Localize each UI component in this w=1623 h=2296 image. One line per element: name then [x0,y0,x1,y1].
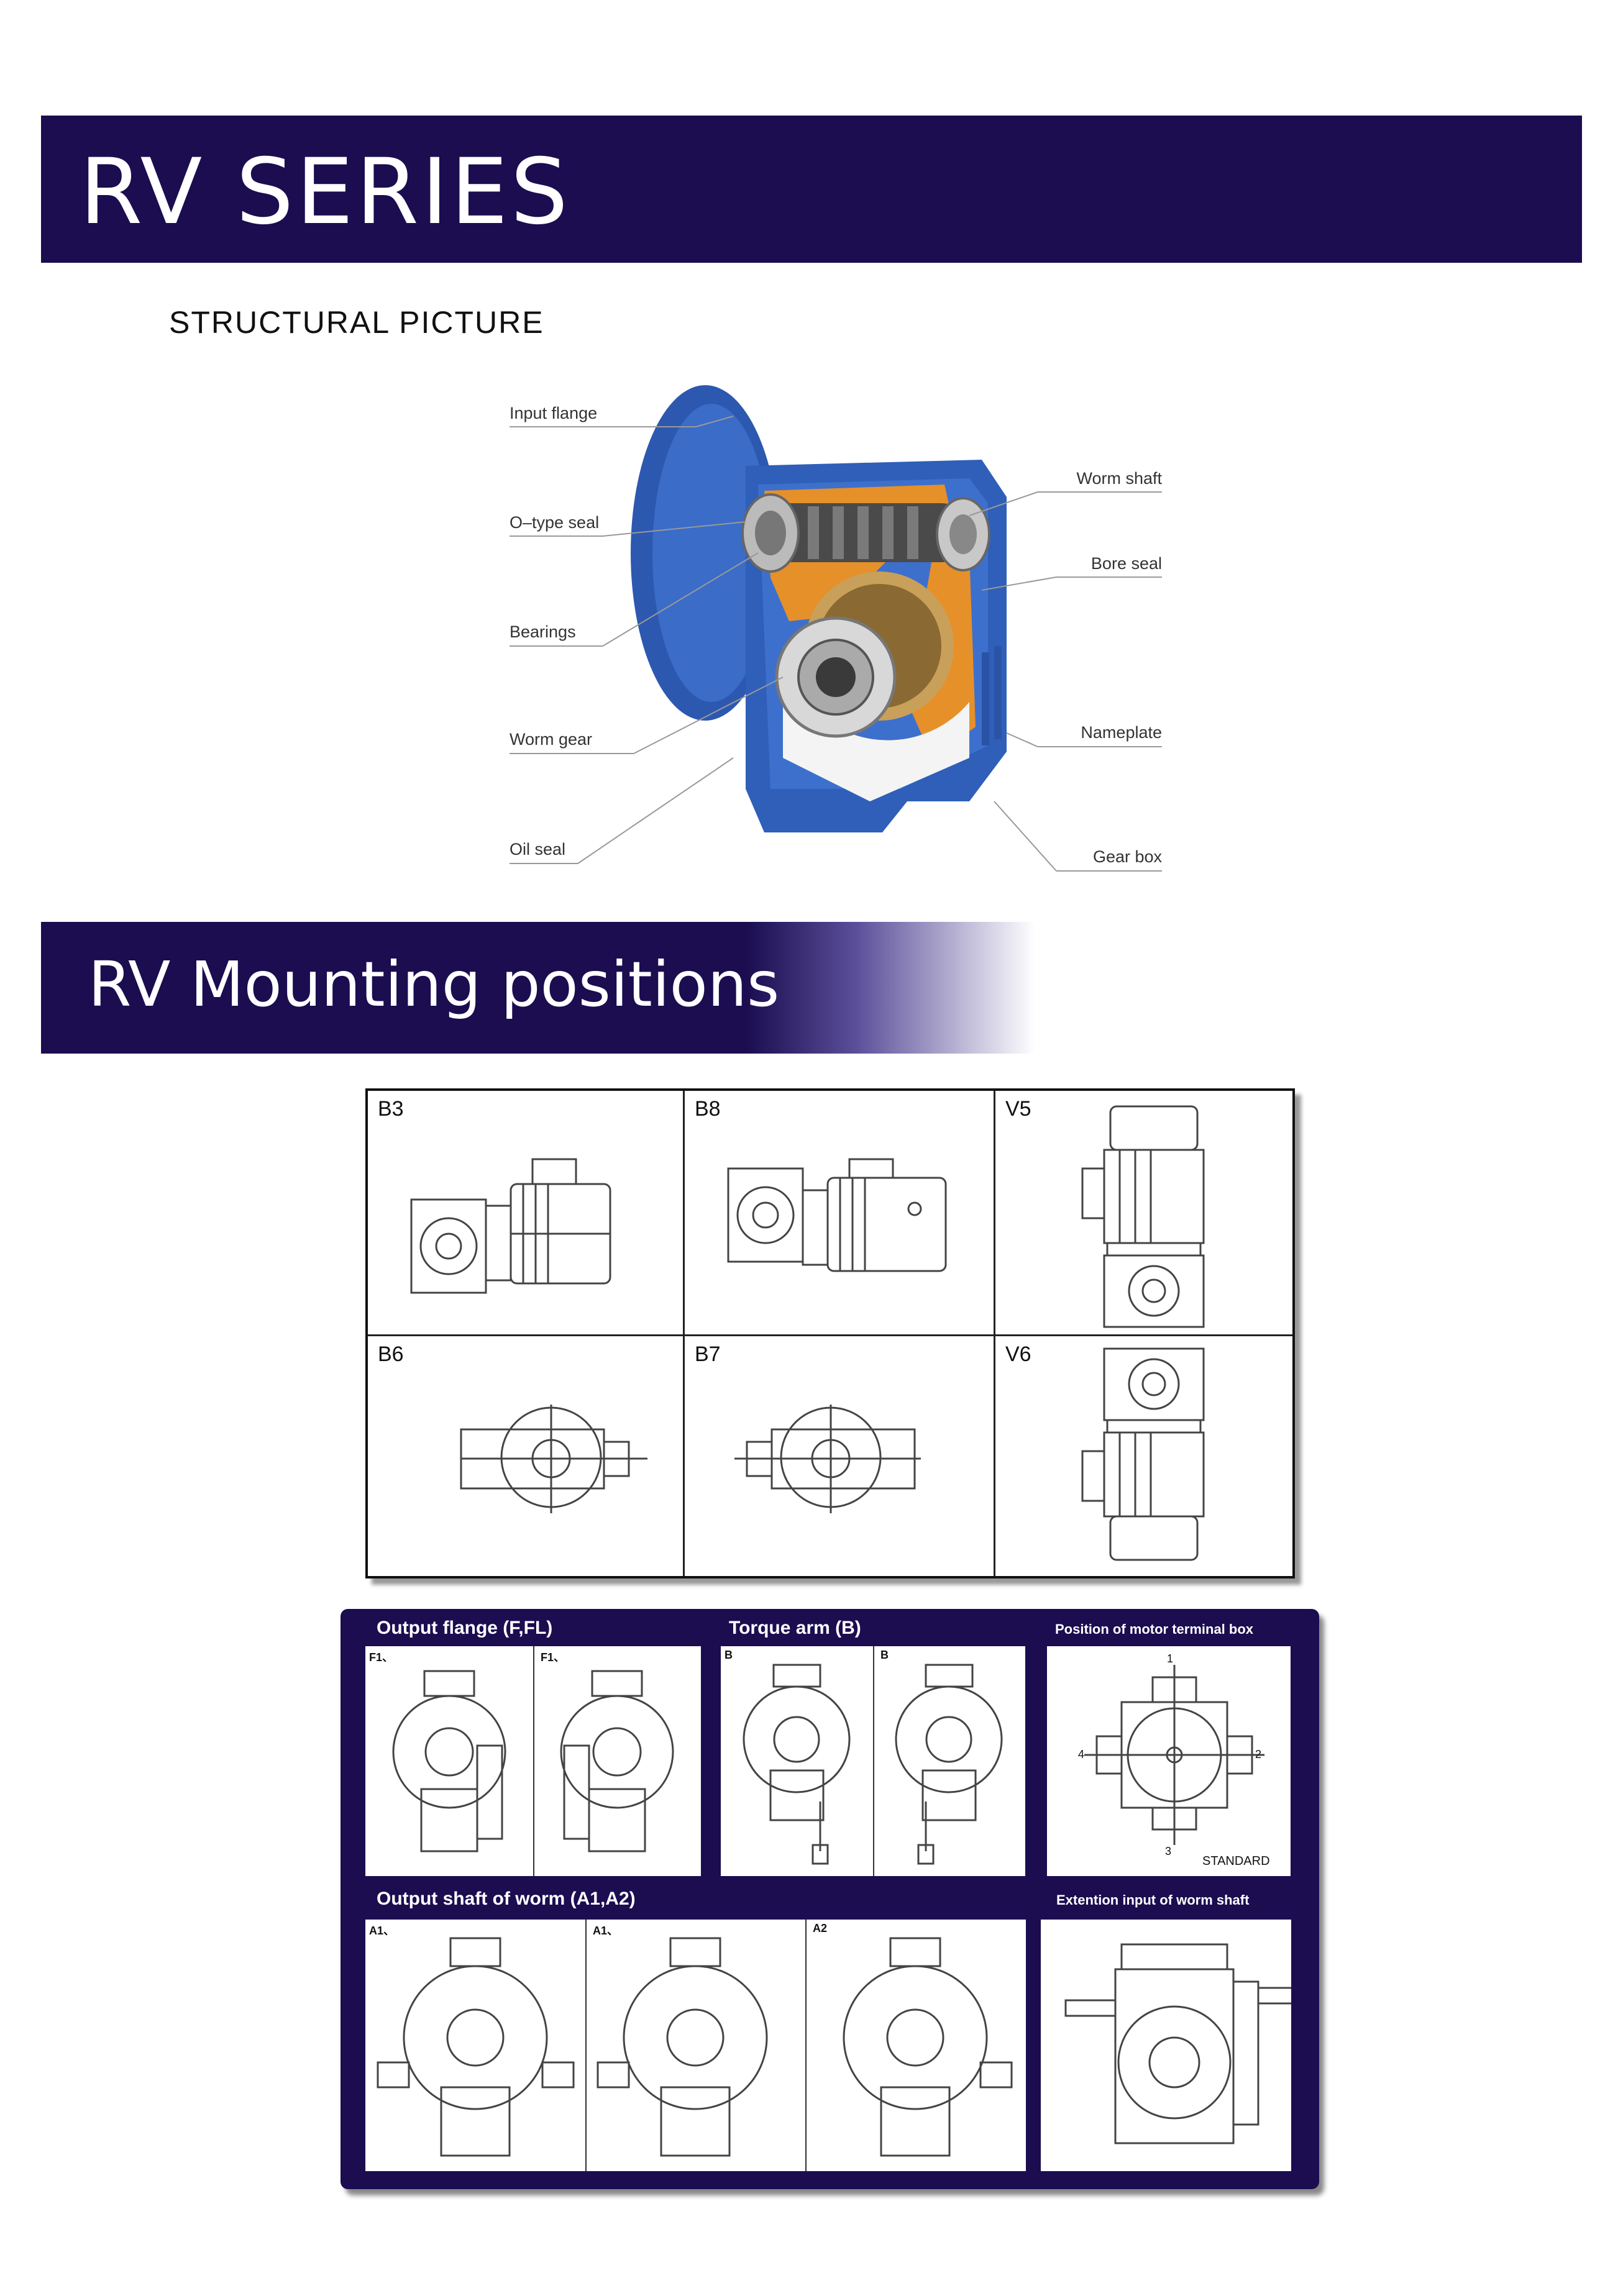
structural-subtitle: STRUCTURAL PICTURE [169,305,544,340]
structural-picture: Input flange O–type seal Bearings Worm g… [497,354,1181,882]
label-input-flange: Input flange [510,404,598,422]
output-flange-title: Output flange (F,FL) [377,1618,553,1638]
worm-shaft-box: A1、 A1、 A2 [365,1920,1026,2171]
torque-arm-box: B B [721,1646,1025,1876]
worm-sub-label: A1、 [593,1925,619,1937]
label-oil-seal: Oil seal [510,840,566,859]
b7-drawing [734,1405,921,1513]
torque-arm-title: Torque arm (B) [729,1618,861,1638]
label-gear-box: Gear box [1092,847,1162,866]
terminal-position-4: 4 [1078,1748,1085,1761]
flange-sub-label: F1、 [369,1651,394,1664]
b3-drawing [410,1158,611,1294]
mounting-cell-v6: V6 [995,1336,1292,1576]
label-o-type-seal: O–type seal [510,513,600,532]
mounting-label: V6 [1005,1342,1031,1366]
mounting-positions-grid: B3 B8 V5 [365,1088,1295,1578]
flange-sub-label: F1、 [541,1651,565,1664]
label-worm-shaft: Worm shaft [1076,469,1162,488]
torque-arm-drawings [743,1664,1003,1865]
torque-sub-label: B [725,1649,733,1661]
torque-sub-label: B [880,1649,889,1661]
v6-drawing [1081,1347,1205,1561]
mounting-label: B3 [378,1097,404,1121]
mounting-label: V5 [1005,1097,1031,1121]
terminal-position-3: 3 [1165,1845,1172,1857]
accessories-panel: Output flange (F,FL) Torque arm (B) Posi… [341,1609,1319,2189]
series-header: RV SERIES [41,116,1582,263]
mounting-cell-b6: B6 [368,1336,685,1576]
terminal-box-title: Position of motor terminal box [1055,1621,1254,1637]
b6-drawing [460,1405,647,1513]
label-worm-gear: Worm gear [510,730,593,749]
mounting-label: B7 [695,1342,721,1366]
terminal-position-1: 1 [1167,1652,1174,1665]
label-bore-seal: Bore seal [1090,554,1162,573]
extension-box [1041,1920,1291,2171]
v5-drawing [1081,1105,1205,1328]
extension-drawing [1064,1943,1291,2144]
terminal-box-box: 1 2 3 4 STANDARD [1047,1646,1291,1876]
mounting-label: B8 [695,1097,721,1121]
output-flange-box: F1、 F1、 [365,1646,701,1876]
worm-sub-label: A2 [813,1922,828,1934]
mounting-cell-v5: V5 [995,1091,1292,1336]
terminal-position-2: 2 [1255,1748,1262,1761]
worm-shaft-title: Output shaft of worm (A1,A2) [377,1888,636,1909]
output-flange-drawings [392,1670,674,1852]
extension-title: Extention input of worm shaft [1056,1892,1250,1908]
mounting-cell-b3: B3 [368,1091,685,1336]
gearbox-cutaway-illustration [510,385,1162,872]
label-nameplate: Nameplate [1081,723,1162,742]
mounting-label: B6 [378,1342,404,1366]
mounting-header: RV Mounting positions [41,922,1035,1054]
series-title: RV SERIES [80,139,571,245]
terminal-box-drawing [1084,1665,1264,1845]
worm-shaft-drawings [377,1937,1013,2157]
mounting-title: RV Mounting positions [88,948,780,1021]
mounting-cell-b8: B8 [685,1091,995,1336]
b8-drawing [727,1158,947,1272]
mounting-cell-b7: B7 [685,1336,995,1576]
worm-sub-label: A1、 [369,1925,395,1937]
label-bearings: Bearings [510,622,576,641]
terminal-standard-note: STANDARD [1202,1854,1270,1868]
